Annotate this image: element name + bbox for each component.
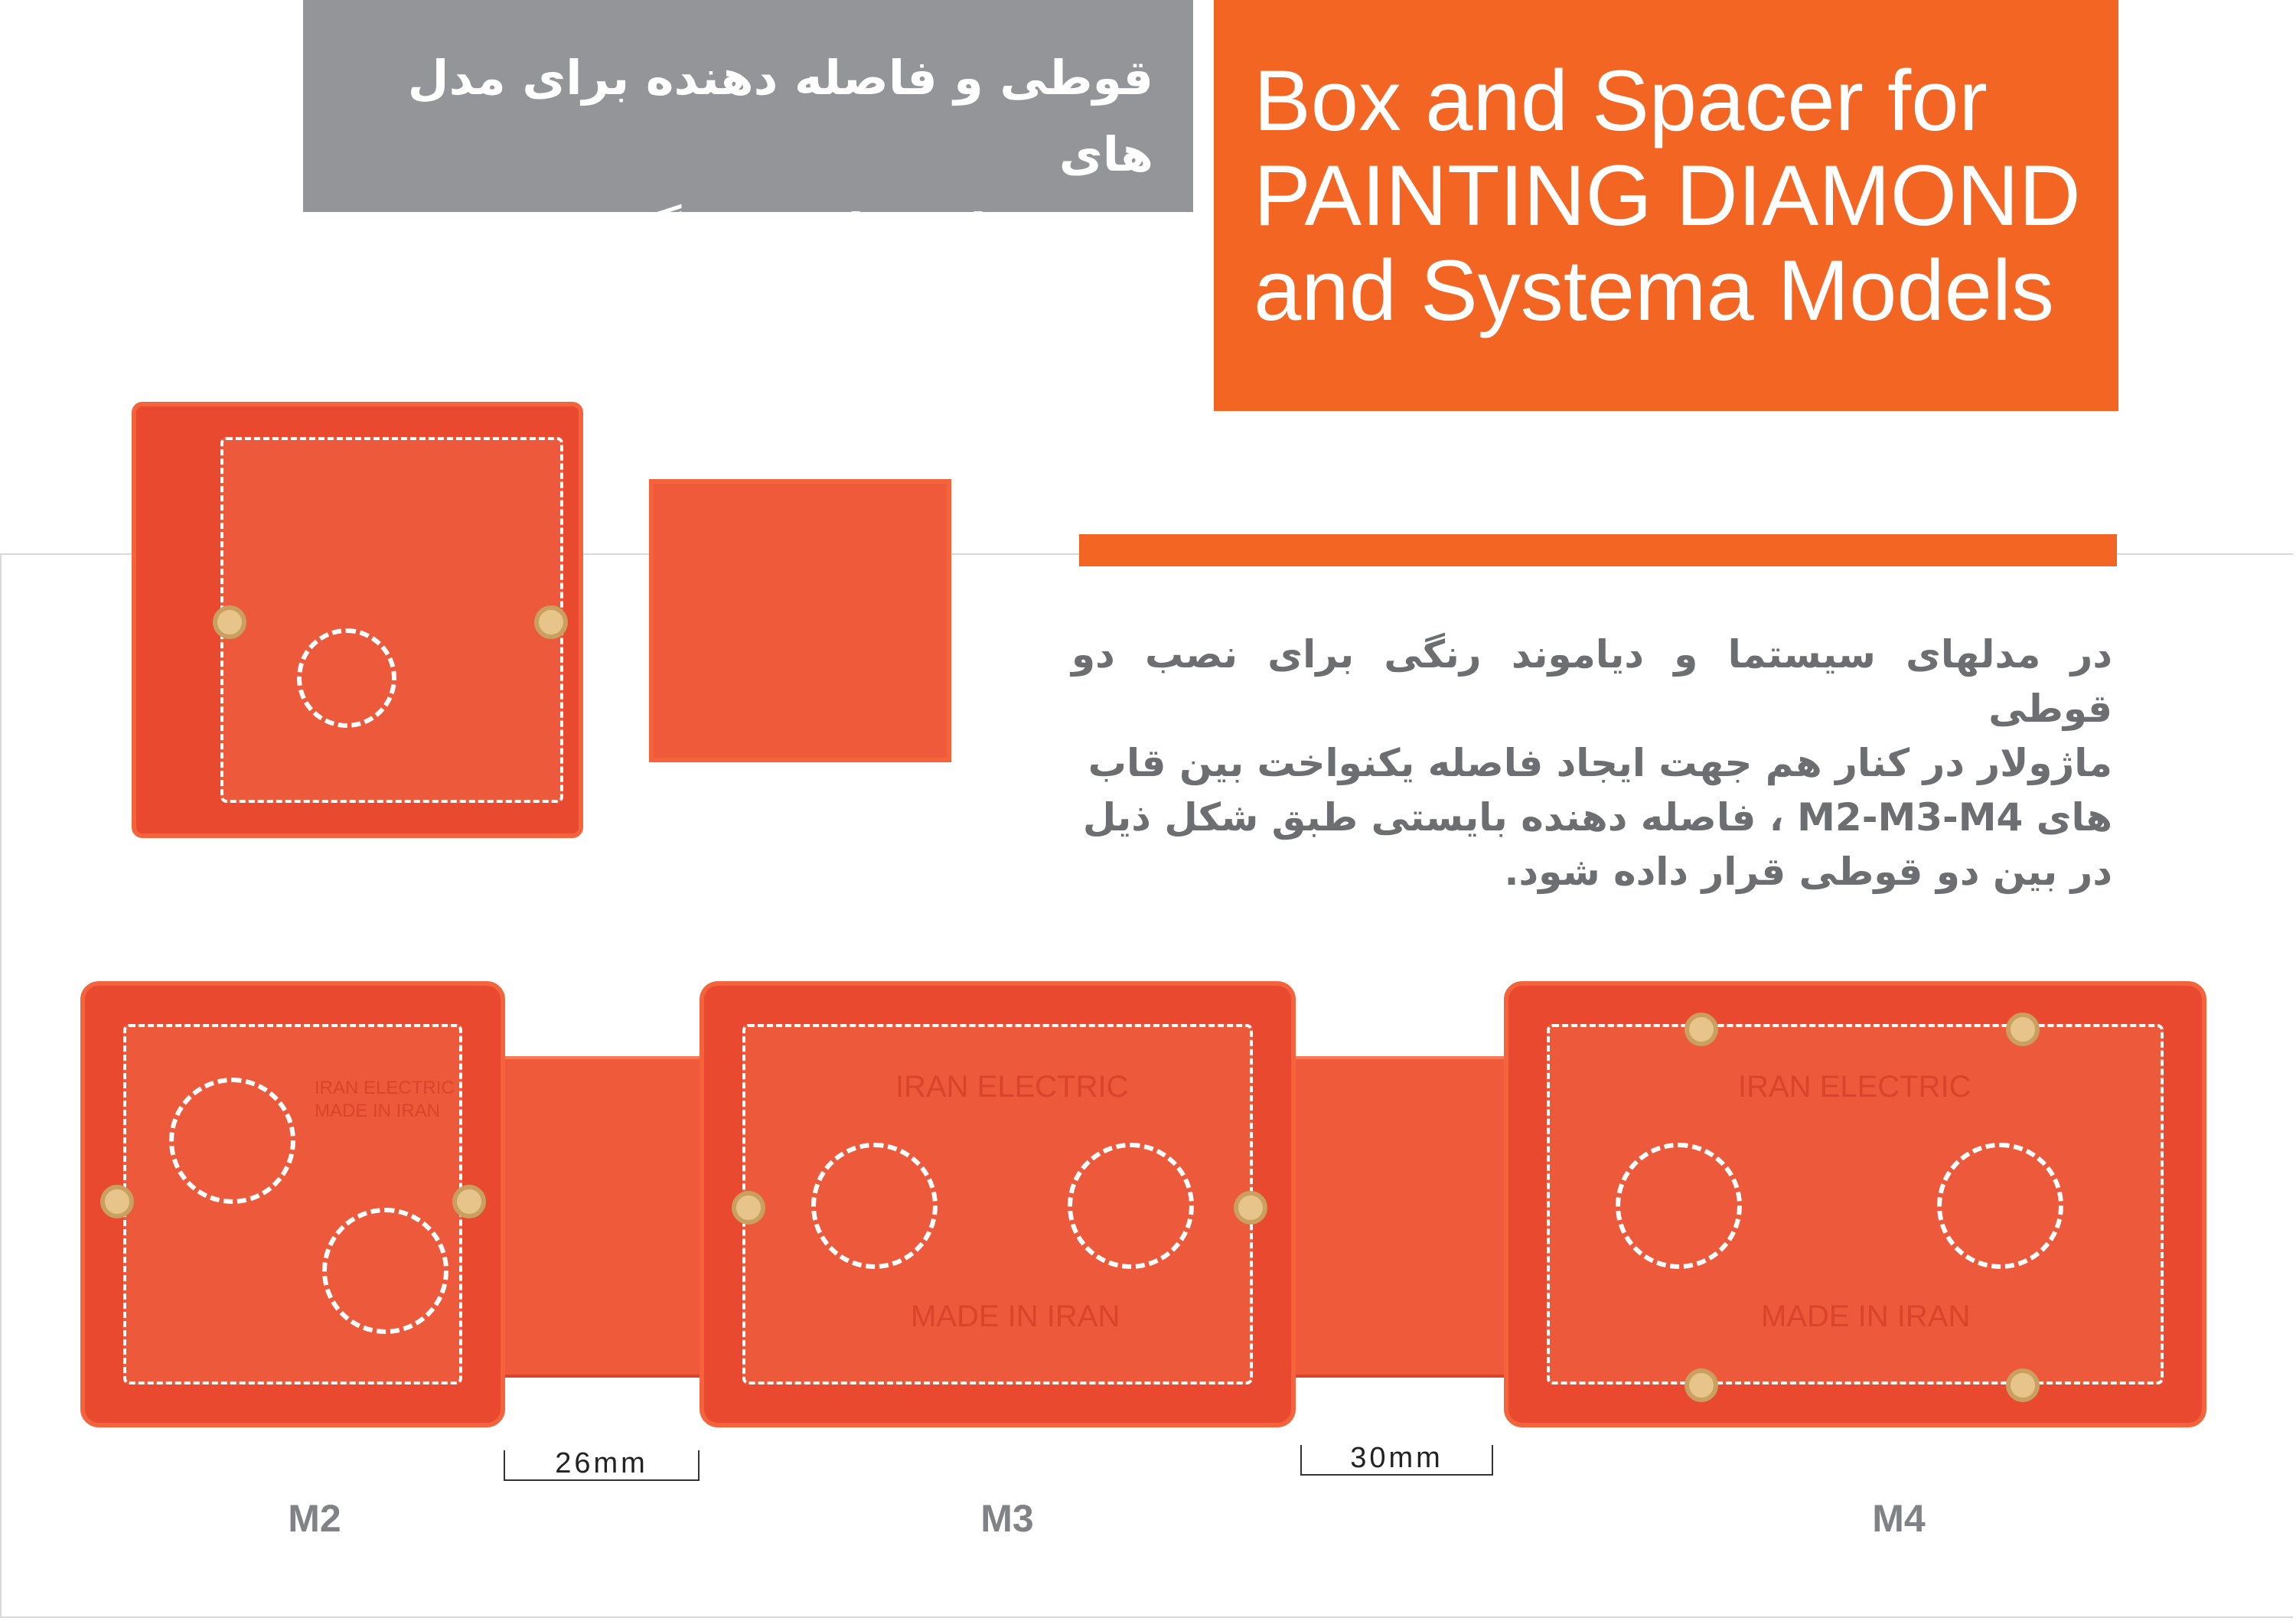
single-box-image <box>132 402 583 838</box>
emboss-origin-text: MADE IN IRAN <box>315 1101 441 1121</box>
emboss-origin-text: MADE IN IRAN <box>1761 1300 1971 1333</box>
emboss-brand-text: IRAN ELECTRIC <box>315 1078 455 1098</box>
m4-box: IRAN ELECTRIC MADE IN IRAN <box>1504 981 2206 1427</box>
model-label-m2: M2 <box>288 1497 341 1540</box>
english-title-line: and Systema Models <box>1254 243 2054 338</box>
spacer-strip-2 <box>1293 1056 1508 1378</box>
gap-dimension-30mm: 30mm <box>1300 1443 1493 1476</box>
m3-box: IRAN ELECTRIC MADE IN IRAN <box>700 981 1296 1427</box>
accent-divider <box>1079 534 2117 566</box>
description-line: های M2-M3-M4 ، فاصله دهنده بایستی طبق شک… <box>1082 795 2112 840</box>
persian-title-line: قوطی و فاصله دهنده برای مدل های <box>407 50 1153 182</box>
emboss-brand-text: IRAN ELECTRIC <box>895 1070 1129 1104</box>
description-line: در بین دو قوطی قرار داده شود. <box>1504 850 2112 894</box>
m2-box: IRAN ELECTRIC MADE IN IRAN <box>80 981 505 1427</box>
persian-title-line: سیستما و دیاموند رنگی <box>605 203 1153 259</box>
description-text: در مدلهای سیستما و دیاموند رنگی برای نصب… <box>1071 628 2112 899</box>
gap-dimension-26mm: 26mm <box>504 1449 700 1481</box>
emboss-origin-text: MADE IN IRAN <box>911 1300 1120 1333</box>
english-title-line: PAINTING DIAMOND <box>1254 148 2081 243</box>
spacer-image <box>649 479 951 762</box>
persian-title-banner: قوطی و فاصله دهنده برای مدل های سیستما و… <box>303 0 1193 259</box>
emboss-brand-text: IRAN ELECTRIC <box>1738 1070 1971 1104</box>
english-title-banner: Box and Spacer for PAINTING DIAMOND and … <box>1214 0 2118 411</box>
model-label-m4: M4 <box>1872 1497 1926 1540</box>
description-line: در مدلهای سیستما و دیاموند رنگی برای نصب… <box>1071 632 2112 731</box>
description-line: ماژولار در کنار هم جهت ایجاد فاصله یکنوا… <box>1088 741 2112 785</box>
english-title-line: Box and Spacer for <box>1254 53 1988 148</box>
spacer-strip-1 <box>497 1056 704 1378</box>
model-label-m3: M3 <box>980 1497 1034 1540</box>
